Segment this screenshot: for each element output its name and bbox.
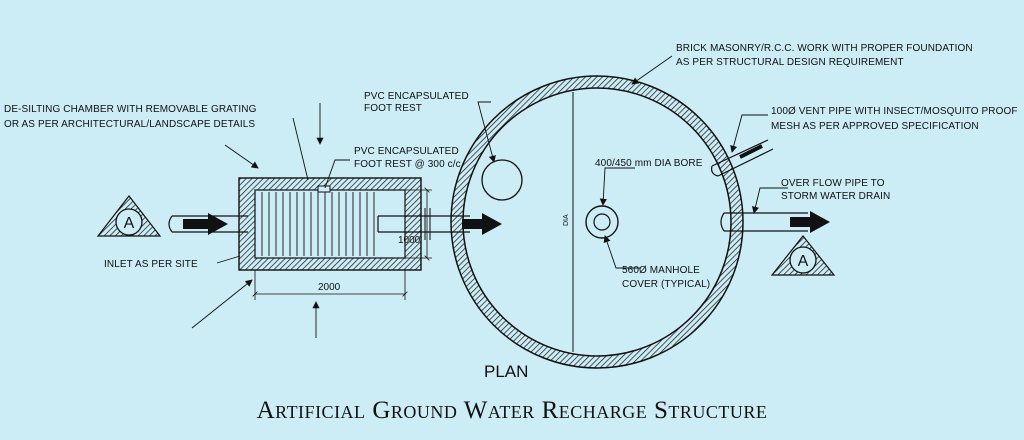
title-rest-4: ECHARGE: [559, 402, 648, 422]
depth-value: 1000: [398, 235, 421, 246]
pvc-300-label-1: PVC ENCAPSULATED: [354, 146, 459, 157]
title-rest-5: TRUCTURE: [668, 402, 767, 422]
pvc-300-label-2: FOOT REST @ 300 c/c: [354, 159, 461, 170]
manhole-cover: [481, 159, 523, 201]
bore-label: 400/450 mm DIA BORE: [595, 158, 703, 169]
bore-inner: [593, 213, 611, 231]
drawing-title: ARTIFICIAL GROUND WATER RECHARGE STRUCTU…: [257, 397, 768, 424]
dimension-width: 2000: [252, 270, 408, 300]
foot-rest: [317, 185, 331, 193]
manhole-label-2: COVER (TYPICAL): [622, 279, 710, 290]
pvc-foot-rest-label-2: FOOT REST: [364, 103, 422, 114]
grating: [261, 192, 375, 256]
title-cap-1: A: [257, 397, 276, 424]
dimension-depth: 1000: [398, 187, 432, 261]
section-letter-left: A: [124, 215, 135, 232]
title-cap-2: G: [372, 397, 391, 424]
title-rest-1: RTIFICIAL: [275, 402, 365, 422]
recharge-well: DIA: [450, 75, 744, 369]
brick-masonry-label-1: BRICK MASONRY/R.C.C. WORK WITH PROPER FO…: [676, 43, 973, 54]
vent-label-1: 100Ø VENT PIPE WITH INSECT/MOSQUITO PROO…: [771, 106, 1018, 117]
width-value: 2000: [318, 282, 341, 293]
section-marker-left: A: [96, 195, 162, 237]
title-cap-4: R: [542, 397, 559, 424]
desilting-chamber: [238, 177, 422, 271]
dia-label: DIA: [563, 214, 570, 226]
vent-label-2: MESH AS PER APPROVED SPECIFICATION: [771, 121, 979, 132]
leader-lines: [191, 55, 788, 338]
inlet-arrow: [183, 213, 228, 235]
section-letter-right: A: [798, 253, 809, 270]
section-marker-right: A: [770, 235, 836, 276]
bore-outer: [585, 205, 619, 239]
overflow-label-1: OVER FLOW PIPE TO: [781, 178, 885, 189]
inlet-pipe: [168, 213, 248, 235]
title-rest-2: ROUND: [391, 402, 458, 422]
title-rest-3: ATER: [488, 402, 535, 422]
overflow-pipe: [720, 211, 830, 233]
plan-label: PLAN: [484, 362, 528, 381]
inlet-label: INLET AS PER SITE: [104, 259, 198, 270]
flow-arrow: [462, 213, 502, 235]
pvc-foot-rest-label-1: PVC ENCAPSULATED: [364, 91, 469, 102]
vent-pipe: [711, 139, 774, 177]
overflow-label-2: STORM WATER DRAIN: [781, 191, 890, 202]
brick-masonry-label-2: AS PER STRUCTURAL DESIGN REQUIREMENT: [676, 57, 904, 68]
desilting-label-2: OR AS PER ARCHITECTURAL/LANDSCAPE DETAIL…: [4, 119, 255, 130]
title-cap-3: W: [464, 397, 488, 424]
title-cap-5: S: [654, 397, 668, 424]
manhole-label-1: 560Ø MANHOLE: [622, 265, 700, 276]
overflow-arrow: [790, 211, 830, 233]
desilting-label-1: DE-SILTING CHAMBER WITH REMOVABLE GRATIN…: [4, 104, 257, 115]
